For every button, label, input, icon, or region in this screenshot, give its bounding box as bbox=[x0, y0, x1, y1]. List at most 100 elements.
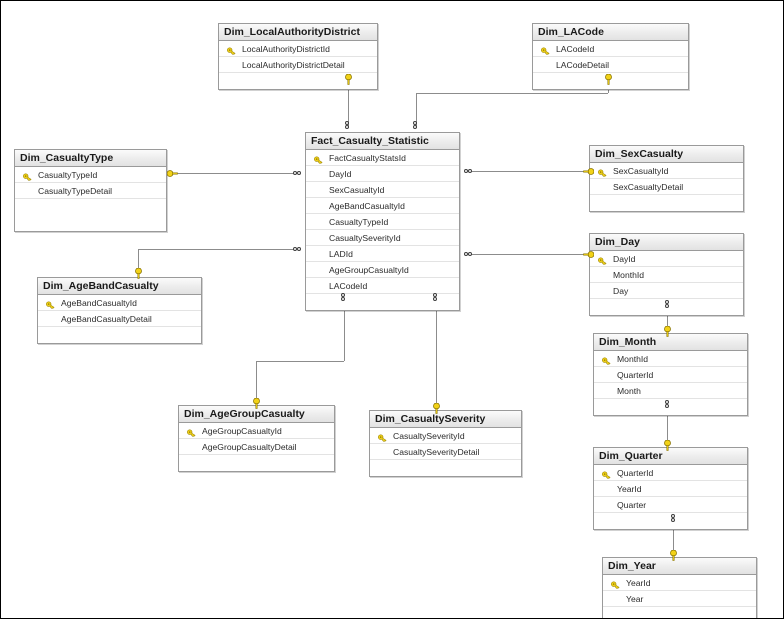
relationship-line-sexcasualty bbox=[468, 171, 585, 172]
column-row[interactable]: SexCasualtyId bbox=[590, 163, 743, 179]
column-row[interactable]: AgeBandCasualtyId bbox=[306, 198, 459, 214]
relationship-line-agegroup-v1 bbox=[344, 296, 345, 361]
many-marker-lacode-fact bbox=[413, 121, 418, 130]
column-row[interactable]: LACodeDetail bbox=[533, 57, 688, 73]
column-name: YearId bbox=[617, 484, 642, 494]
primary-key-icon bbox=[598, 255, 607, 265]
column-name: QuarterId bbox=[617, 468, 654, 478]
empty-row[interactable] bbox=[15, 199, 166, 215]
column-row[interactable]: FactCasualtyStatsId bbox=[306, 150, 459, 166]
column-name: LocalAuthorityDistrictDetail bbox=[242, 60, 345, 70]
column-row[interactable]: QuarterId bbox=[594, 367, 747, 383]
relationship-line-agegroup-h bbox=[256, 361, 344, 362]
column-row[interactable]: Month bbox=[594, 383, 747, 399]
column-row[interactable]: MonthId bbox=[590, 267, 743, 283]
column-row[interactable]: LADId bbox=[306, 246, 459, 262]
column-name: DayId bbox=[613, 254, 636, 264]
empty-row[interactable] bbox=[594, 399, 747, 415]
column-row[interactable]: LocalAuthorityDistrictId bbox=[219, 41, 377, 57]
column-name: AgeBandCasualtyDetail bbox=[61, 314, 152, 324]
one-marker-lacode bbox=[603, 74, 614, 85]
column-row[interactable]: CasualtySeverityId bbox=[306, 230, 459, 246]
many-marker-month-quarter bbox=[665, 400, 670, 409]
column-name: CasualtySeverityDetail bbox=[393, 447, 480, 457]
column-row[interactable]: LocalAuthorityDistrictDetail bbox=[219, 57, 377, 73]
relationship-line-ageband-h bbox=[138, 249, 293, 250]
column-row[interactable]: DayId bbox=[306, 166, 459, 182]
primary-key-icon bbox=[314, 154, 323, 164]
one-marker-year bbox=[668, 550, 679, 561]
column-row[interactable]: QuarterId bbox=[594, 465, 747, 481]
column-row[interactable]: AgeGroupCasualtyDetail bbox=[179, 439, 334, 455]
column-row[interactable]: SexCasualtyDetail bbox=[590, 179, 743, 195]
column-name: FactCasualtyStatsId bbox=[329, 153, 406, 163]
column-row[interactable]: MonthId bbox=[594, 351, 747, 367]
primary-key-icon bbox=[187, 427, 196, 437]
column-name: CasualtyTypeDetail bbox=[38, 186, 113, 196]
many-marker-casualtytype-fact bbox=[293, 171, 302, 176]
column-row[interactable]: LACodeId bbox=[533, 41, 688, 57]
empty-row[interactable] bbox=[15, 215, 166, 231]
table-title: Dim_SexCasualty bbox=[590, 146, 743, 163]
empty-row[interactable] bbox=[370, 460, 521, 476]
many-marker-day-fact bbox=[464, 252, 473, 257]
column-name: YearId bbox=[626, 578, 651, 588]
column-row[interactable]: Quarter bbox=[594, 497, 747, 513]
column-row[interactable]: AgeGroupCasualtyId bbox=[179, 423, 334, 439]
relationship-line-day bbox=[468, 254, 585, 255]
empty-row[interactable] bbox=[179, 455, 334, 471]
table-title: Dim_LocalAuthorityDistrict bbox=[219, 24, 377, 41]
column-row[interactable]: CasualtySeverityDetail bbox=[370, 444, 521, 460]
column-row[interactable]: CasualtyTypeId bbox=[306, 214, 459, 230]
column-row[interactable]: AgeBandCasualtyId bbox=[38, 295, 201, 311]
relationship-line-severity bbox=[436, 296, 437, 406]
relationship-line-lacode-v2 bbox=[416, 93, 417, 128]
column-name: AgeGroupCasualtyId bbox=[202, 426, 282, 436]
column-name: AgeGroupCasualtyId bbox=[329, 265, 409, 275]
column-row[interactable]: YearId bbox=[603, 575, 756, 591]
table-title: Dim_Day bbox=[590, 234, 743, 251]
empty-row[interactable] bbox=[38, 327, 201, 343]
column-row[interactable]: Year bbox=[603, 591, 756, 607]
column-row[interactable]: Day bbox=[590, 283, 743, 299]
relationship-line-ageband-v bbox=[138, 249, 139, 273]
column-name: CasualtyTypeId bbox=[38, 170, 98, 180]
column-row[interactable]: CasualtyTypeDetail bbox=[15, 183, 166, 199]
column-row[interactable]: AgeGroupCasualtyId bbox=[306, 262, 459, 278]
relationship-line-lad bbox=[348, 79, 349, 128]
table-title: Dim_CasualtySeverity bbox=[370, 411, 521, 428]
primary-key-icon bbox=[23, 171, 32, 181]
many-marker-ageband-fact bbox=[293, 247, 302, 252]
primary-key-icon bbox=[541, 45, 550, 55]
column-row[interactable]: YearId bbox=[594, 481, 747, 497]
column-row[interactable]: CasualtySeverityId bbox=[370, 428, 521, 444]
column-row[interactable]: DayId bbox=[590, 251, 743, 267]
column-name: MonthId bbox=[617, 354, 649, 364]
empty-row[interactable] bbox=[603, 607, 756, 618]
table-title: Dim_Month bbox=[594, 334, 747, 351]
table-title: Dim_LACode bbox=[533, 24, 688, 41]
column-name: LACodeId bbox=[556, 44, 595, 54]
many-marker-sexcasualty-fact bbox=[464, 169, 473, 174]
column-row[interactable]: LACodeId bbox=[306, 278, 459, 294]
empty-row[interactable] bbox=[590, 195, 743, 211]
column-row[interactable]: AgeBandCasualtyDetail bbox=[38, 311, 201, 327]
primary-key-icon bbox=[378, 432, 387, 442]
column-row[interactable]: CasualtyTypeId bbox=[15, 167, 166, 183]
column-name: MonthId bbox=[613, 270, 645, 280]
column-row[interactable]: SexCasualtyId bbox=[306, 182, 459, 198]
many-marker-lad-fact bbox=[345, 121, 350, 130]
relationship-line-lacode-h bbox=[416, 93, 608, 94]
column-name: CasualtySeverityId bbox=[329, 233, 401, 243]
